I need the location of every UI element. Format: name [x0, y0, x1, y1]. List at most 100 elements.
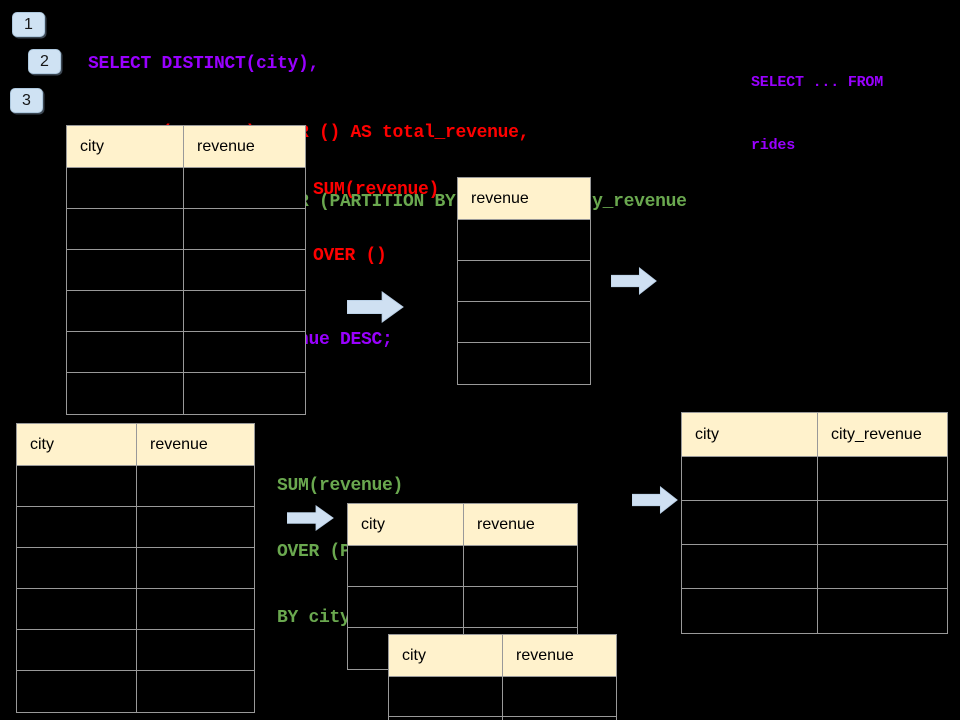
table-cell — [818, 501, 947, 544]
table-cell — [184, 168, 305, 208]
table-cell — [67, 209, 184, 249]
table-cell — [389, 717, 503, 720]
table-cell — [184, 209, 305, 249]
table-cell — [137, 548, 254, 588]
table-header-row: city revenue — [348, 504, 577, 546]
right-arrow-icon — [632, 486, 678, 514]
table-row — [67, 291, 305, 332]
label-line: SUM(revenue) — [313, 180, 440, 200]
column-header: revenue — [516, 646, 574, 664]
column-header: city — [682, 413, 818, 456]
table-cell — [184, 291, 305, 331]
table-body — [17, 466, 254, 712]
table-body — [389, 677, 616, 720]
table-source-top: city revenue — [66, 125, 306, 415]
right-arrow-icon — [287, 505, 334, 531]
table-row — [458, 343, 590, 384]
table-cell — [17, 466, 137, 506]
table-row — [682, 501, 947, 545]
table-cell — [137, 671, 254, 712]
table-row — [348, 587, 577, 628]
side-note-line: rides — [751, 137, 796, 154]
table-city-revenue-result: city city_revenue — [681, 412, 948, 634]
table-cell — [137, 466, 254, 506]
table-cell — [137, 507, 254, 547]
table-cell — [464, 587, 577, 627]
table-row — [17, 589, 254, 630]
table-cell — [67, 332, 184, 372]
table-cell — [682, 589, 818, 633]
table-cell — [682, 501, 818, 544]
table-row — [682, 457, 947, 501]
table-row — [67, 250, 305, 291]
table-row — [67, 168, 305, 209]
table-row — [348, 546, 577, 587]
column-header: revenue — [150, 435, 208, 453]
column-header: city — [348, 504, 464, 545]
column-header: revenue — [197, 137, 255, 155]
table-cell — [818, 589, 947, 633]
table-cell — [818, 545, 947, 588]
step-badge-1: 1 — [12, 12, 45, 37]
table-cell — [184, 373, 305, 414]
table-cell — [458, 261, 590, 301]
table-cell — [17, 507, 137, 547]
table-header-row: city revenue — [67, 126, 305, 168]
table-cell — [503, 677, 616, 716]
table-cell — [67, 168, 184, 208]
table-cell — [184, 332, 305, 372]
table-row — [17, 671, 254, 712]
table-cell — [184, 250, 305, 290]
table-row — [17, 466, 254, 507]
table-row — [682, 589, 947, 633]
table-header-row: city revenue — [389, 635, 616, 677]
table-cell — [458, 302, 590, 342]
step-badge-3: 3 — [10, 88, 43, 113]
table-row — [389, 677, 616, 717]
label-line: OVER () — [313, 246, 387, 266]
label-sum-over-total: SUM(revenue) OVER () — [313, 135, 439, 311]
right-arrow-icon — [347, 291, 404, 323]
table-cell — [67, 373, 184, 414]
table-row — [17, 548, 254, 589]
side-note: SELECT ... FROM rides — [751, 30, 883, 198]
table-row — [67, 209, 305, 250]
table-body — [67, 168, 305, 414]
table-cell — [682, 457, 818, 500]
table-cell — [818, 457, 947, 500]
table-cell — [17, 671, 137, 712]
column-header: city_revenue — [831, 425, 922, 443]
table-cell — [458, 343, 590, 384]
side-note-line: SELECT ... FROM — [751, 74, 884, 91]
table-row — [67, 373, 305, 414]
column-header: city — [67, 126, 184, 167]
table-row — [458, 261, 590, 302]
right-arrow-icon — [611, 267, 657, 295]
table-cell — [348, 587, 464, 627]
table-cell — [137, 589, 254, 629]
table-row — [17, 630, 254, 671]
table-cell — [17, 630, 137, 670]
table-total-revenue-result: revenue — [457, 177, 591, 385]
table-row — [458, 302, 590, 343]
table-cell — [137, 630, 254, 670]
table-header-row: revenue — [458, 178, 590, 220]
table-cell — [17, 589, 137, 629]
label-line: SUM(revenue) — [277, 476, 404, 496]
column-header: city — [389, 635, 503, 676]
table-row — [682, 545, 947, 589]
table-cell — [458, 220, 590, 260]
table-cell — [348, 546, 464, 586]
table-cell — [67, 250, 184, 290]
table-cell — [389, 677, 503, 716]
table-row — [67, 332, 305, 373]
step-badge-2: 2 — [28, 49, 61, 74]
table-header-row: city city_revenue — [682, 413, 947, 457]
column-header: revenue — [477, 515, 535, 533]
table-body — [458, 220, 590, 384]
table-cell — [17, 548, 137, 588]
table-row — [17, 507, 254, 548]
